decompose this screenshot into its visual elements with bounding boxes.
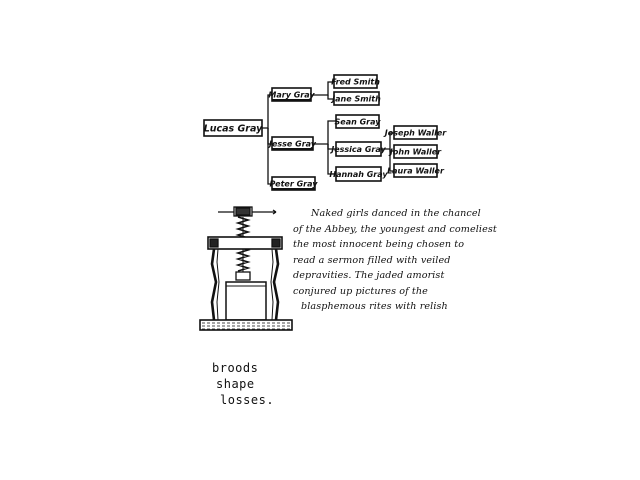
family-tree: Lucas Gray Mary Gray Jesse Gray Peter Gr… (0, 0, 640, 200)
tree-node-joseph: Joseph Waller (383, 126, 447, 139)
handwritten-passage: Naked girls danced in the chancel of the… (293, 206, 458, 315)
tree-node-laura: Laura Waller (387, 164, 445, 177)
tree-node-label: John Waller (388, 148, 442, 157)
tree-node-peter: Peter Gray (270, 177, 319, 190)
tree-node-jesse: Jesse Gray (267, 137, 317, 150)
tree-node-sean: Sean Gray (335, 115, 382, 128)
passage-line: read a sermon filled with veiled (293, 253, 458, 269)
tree-node-hannah: Hannah Gray (329, 167, 388, 181)
poem: broods shape losses. (212, 360, 274, 408)
tree-node-jane: Jane Smith (330, 92, 381, 105)
tree-node-label: Laura Waller (387, 167, 445, 176)
passage-line: blasphemous rites with relish (293, 299, 458, 315)
tree-node-label: Jessica Gray (329, 145, 386, 154)
passage-line: the most innocent being chosen to (293, 237, 458, 253)
screw-press-icon (196, 202, 296, 334)
tree-node-label: Fred Smith (331, 78, 380, 87)
tree-node-label: Sean Gray (335, 118, 382, 127)
passage-line: of the Abbey, the youngest and comeliest (293, 222, 458, 238)
tree-node-root: Lucas Gray (204, 120, 263, 136)
tree-node-fred: Fred Smith (331, 75, 380, 88)
tree-node-label: Joseph Waller (383, 129, 447, 138)
tree-node-label: Jesse Gray (267, 140, 317, 149)
passage-line: Naked girls danced in the chancel (293, 206, 458, 222)
tree-node-label: Mary Gray (268, 91, 315, 100)
tree-node-john: John Waller (388, 145, 442, 158)
tree-node-label: Jane Smith (330, 95, 381, 104)
tree-node-jessica: Jessica Gray (329, 142, 386, 156)
passage-line: conjured up pictures of the (293, 284, 458, 300)
tree-node-label: Lucas Gray (204, 124, 263, 135)
tree-node-label: Hannah Gray (329, 170, 388, 179)
poem-line: shape (212, 376, 274, 392)
poem-line: losses. (212, 392, 274, 408)
tree-node-mary: Mary Gray (268, 88, 315, 101)
passage-line: depravities. The jaded amorist (293, 268, 458, 284)
tree-node-label: Peter Gray (270, 180, 319, 189)
poem-line: broods (212, 360, 274, 376)
